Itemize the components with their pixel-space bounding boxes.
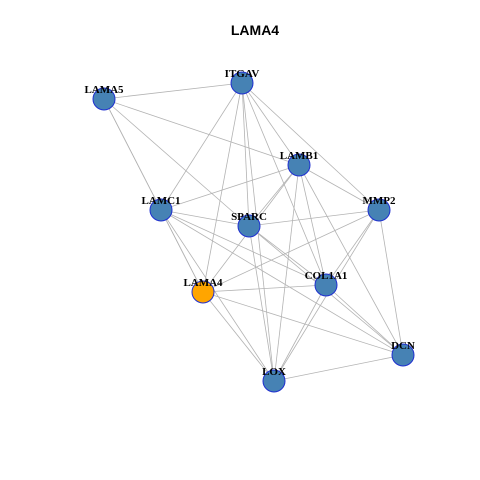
edge-lama4-lox (202, 291, 275, 382)
edge-lama5-sparc (103, 98, 250, 227)
edge-itgav-mmp2 (241, 82, 380, 211)
node-label-itgav: ITGAV (225, 68, 260, 80)
edge-itgav-lamb1 (241, 82, 300, 166)
edge-sparc-mmp2 (248, 209, 380, 227)
node-label-lamc1: LAMC1 (141, 195, 180, 207)
edge-lamc1-lama4 (160, 209, 204, 293)
diagram-title: LAMA4 (231, 22, 279, 38)
edge-lama4-col1a1 (202, 284, 327, 293)
edge-lama5-lamb1 (103, 98, 300, 166)
node-lama4: LAMA4 (183, 277, 223, 304)
node-circle-dcn (391, 343, 415, 367)
edge-itgav-lama4 (202, 82, 243, 293)
node-label-dcn: DCN (391, 340, 415, 352)
node-mmp2: MMP2 (363, 195, 396, 222)
node-label-lox: LOX (262, 366, 286, 378)
edge-mmp2-col1a1 (325, 209, 380, 286)
edge-lox-dcn (273, 354, 404, 382)
node-label-mmp2: MMP2 (363, 195, 396, 207)
node-lamb1: LAMB1 (280, 150, 319, 177)
node-lama5: LAMA5 (84, 84, 124, 111)
node-lamc1: LAMC1 (141, 195, 181, 222)
node-circle-lox (262, 369, 286, 393)
node-col1a1: COL1A1 (305, 270, 348, 297)
edge-lamb1-col1a1 (298, 164, 327, 286)
node-label-col1a1: COL1A1 (305, 270, 348, 282)
node-label-lamb1: LAMB1 (280, 150, 319, 162)
edge-layer (103, 82, 404, 382)
edge-sparc-lox (248, 225, 275, 382)
edge-itgav-col1a1 (241, 82, 327, 286)
node-circle-sparc (237, 214, 261, 238)
edge-lamb1-lox (273, 164, 300, 382)
edge-lama4-dcn (202, 291, 404, 356)
edge-lama5-itgav (103, 82, 243, 100)
edge-lamc1-dcn (160, 209, 404, 356)
node-circle-lama4 (191, 280, 215, 304)
edge-lamc1-lox (160, 209, 275, 382)
edge-lamb1-mmp2 (298, 164, 380, 211)
edge-mmp2-dcn (378, 209, 404, 356)
node-circle-lamc1 (149, 198, 173, 222)
edge-col1a1-dcn (325, 284, 404, 356)
node-sparc: SPARC (231, 211, 267, 238)
edge-lamb1-sparc (248, 164, 300, 227)
edge-lamc1-col1a1 (160, 209, 327, 286)
node-circle-col1a1 (314, 273, 338, 297)
node-circle-itgav (230, 71, 254, 95)
edge-itgav-lamc1 (160, 82, 243, 211)
edge-mmp2-lama4 (202, 209, 380, 293)
node-label-sparc: SPARC (231, 211, 267, 223)
node-circle-mmp2 (367, 198, 391, 222)
edge-itgav-sparc (241, 82, 250, 227)
edge-sparc-col1a1 (248, 225, 327, 286)
edge-lamc1-sparc (160, 209, 250, 227)
node-lox: LOX (262, 366, 286, 393)
node-label-lama5: LAMA5 (84, 84, 124, 96)
edge-lamb1-dcn (298, 164, 404, 356)
node-circle-lama5 (92, 87, 116, 111)
node-label-lama4: LAMA4 (183, 277, 223, 289)
edge-lamb1-lamc1 (160, 164, 300, 211)
node-itgav: ITGAV (225, 68, 260, 95)
edge-col1a1-lox (273, 284, 327, 382)
node-circle-lamb1 (287, 153, 311, 177)
node-dcn: DCN (391, 340, 415, 367)
